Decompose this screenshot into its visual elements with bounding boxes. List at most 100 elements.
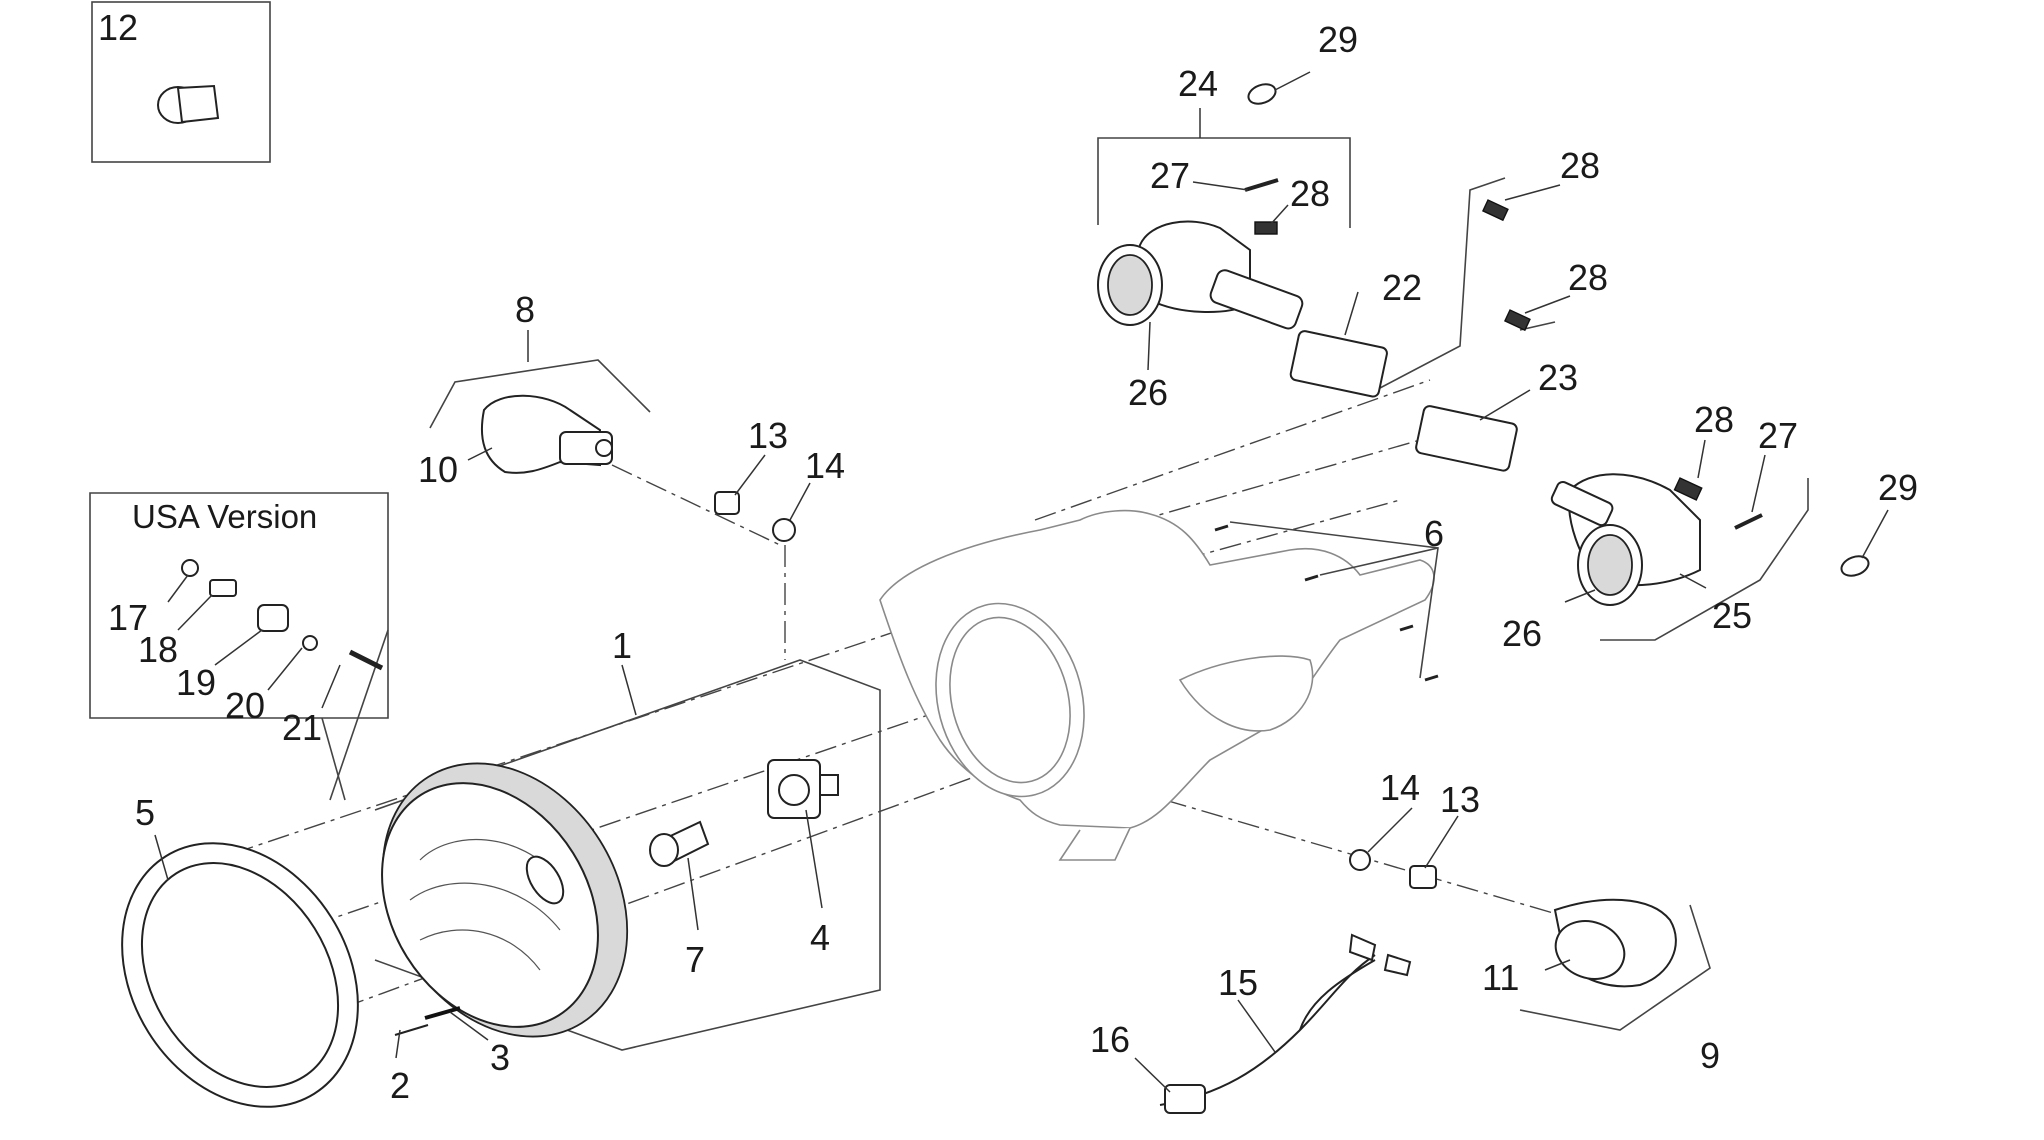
handlebar-cover [879,509,1435,861]
spacer-13-right [1409,865,1437,889]
leader-26-rear [1564,589,1596,603]
leader-18 [177,594,213,631]
leader-28-top [1269,204,1289,226]
leader-5 [154,834,169,881]
screw-6-b [1304,574,1319,582]
callout-27-top: 27 [1150,155,1190,196]
callout-13-right: 13 [1440,779,1480,820]
bracket-8 [429,359,651,429]
leader-21 [321,664,341,709]
turn-signal-bottom-right [1550,473,1701,606]
screw-28-rear [1673,477,1703,501]
leader-27-top [1192,181,1249,191]
callout-11: 11 [1482,957,1519,998]
leader-22 [1344,291,1359,336]
headlamp-rim [121,842,359,1108]
callout-8: 8 [515,289,535,330]
leader-25 [1679,573,1707,589]
callout-18: 18 [138,629,178,670]
callout-1: 1 [612,625,632,666]
callout-21: 21 [282,707,322,748]
bolt-18 [209,579,237,597]
callout-19: 19 [176,662,216,703]
screw-28-top [1254,221,1278,235]
bulb-7 [649,820,710,867]
callout-14-right: 14 [1380,767,1420,808]
leader-7 [687,857,699,931]
callout-15: 15 [1218,962,1258,1003]
callout-6: 6 [1424,513,1444,554]
reflector-19 [257,604,289,632]
headlamp-body [381,762,629,1038]
bracket-9 [1519,904,1711,1031]
leader-20 [267,647,303,691]
leader-28-rear [1697,439,1706,479]
screw-27-top [1244,178,1279,192]
terminal-15-b [1383,953,1412,977]
switch-16 [1164,1084,1206,1114]
screw-2 [394,1024,429,1036]
leader-13-left [734,454,766,496]
spring-3 [424,1006,461,1020]
bulb-12-frame [91,1,271,163]
leader-26-top [1147,321,1151,371]
callout-28-right-2: 28 [1568,257,1608,298]
callout-10: 10 [418,449,458,490]
bracket-6-2 [1319,547,1439,576]
callout-7: 7 [685,939,705,980]
leader-28-r2 [1524,295,1571,314]
callout-20: 20 [225,685,265,726]
callout-28-rear: 28 [1694,399,1734,440]
callout-29-top: 29 [1318,19,1358,60]
callout-13-left: 13 [748,415,788,456]
leader-14-left [789,482,811,521]
callout-5: 5 [135,792,155,833]
leader-29-right [1861,509,1889,559]
turn-signal-lower-right [1553,898,1677,988]
washer-20 [302,635,318,651]
callout-3: 3 [490,1037,510,1078]
leader-28-r1 [1504,184,1561,201]
leader-27-rear [1751,454,1766,513]
callout-9: 9 [1700,1035,1720,1076]
bracket-25 [1600,478,1809,641]
callout-29-right: 29 [1878,467,1918,508]
turn-signal-left [480,394,613,474]
bracket-22 [1379,177,1506,389]
headlamp-group-bracket [374,659,881,1051]
leader-29-top [1274,71,1311,91]
callout-12: 12 [98,7,138,48]
leader-19 [214,629,263,666]
nut-17 [181,559,199,577]
screw-21 [348,649,384,671]
screw-6-c [1399,624,1414,632]
callout-28-right-1: 28 [1560,145,1600,186]
leader-14-right [1367,807,1413,853]
spacer-13-left [714,491,740,515]
callout-2: 2 [390,1065,410,1106]
callout-26-top: 26 [1128,372,1168,413]
axis-line-2 [239,669,1061,951]
connector-23 [1415,405,1518,472]
leader-4 [805,809,823,909]
callout-14-left: 14 [805,445,845,486]
callout-26-rear: 26 [1502,613,1542,654]
turn-signal-top-right [1097,220,1304,330]
callout-28-top: 28 [1290,173,1330,214]
leader-23 [1479,389,1531,421]
leader-11 [1544,959,1571,971]
callout-25: 25 [1712,595,1752,636]
bulb-12 [157,84,220,124]
screw-27-rear [1734,513,1763,530]
leader-17 [167,574,189,603]
callout-17: 17 [108,597,148,638]
leader-1 [621,664,637,716]
callout-23: 23 [1538,357,1578,398]
usa-version-frame [89,492,389,719]
usa-version-pointer [321,717,346,801]
usa-version-pointer-2 [329,629,389,801]
screw-28-right-1 [1481,199,1509,222]
screw-28-right-2 [1503,309,1531,332]
